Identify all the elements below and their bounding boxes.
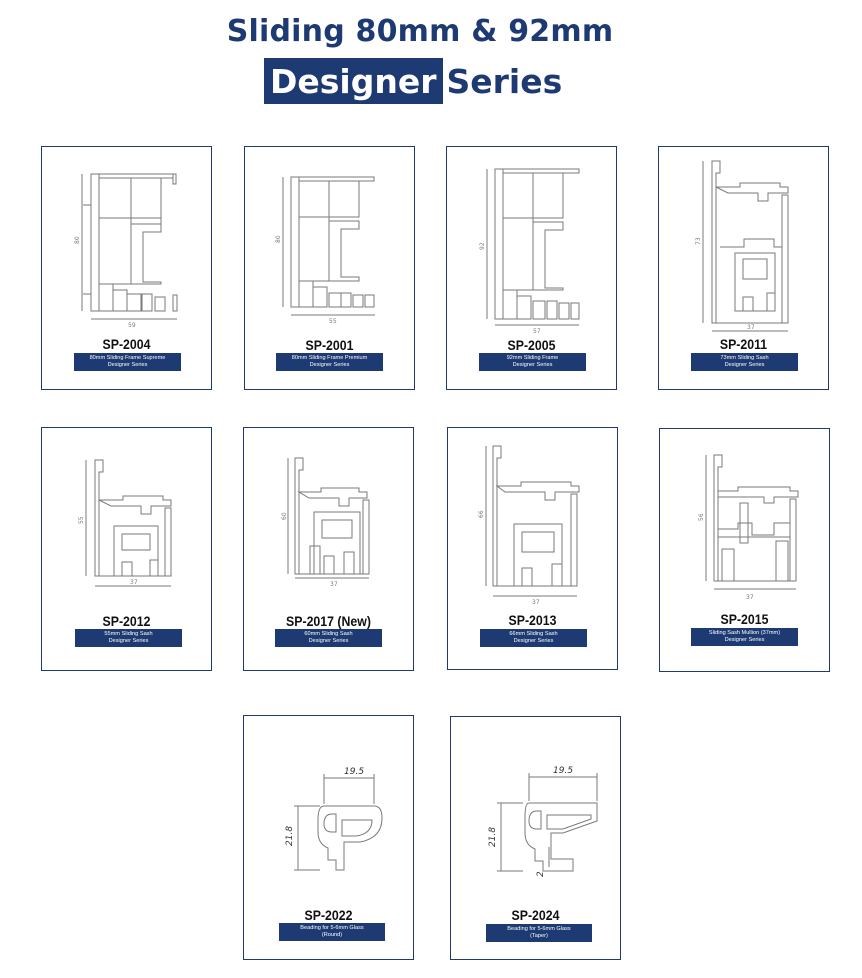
frame-profile-drawing: 92 57: [479, 168, 580, 335]
dim-width: 59: [128, 322, 136, 329]
description-line-1: 60mm Sliding Sash: [304, 631, 353, 637]
product-description: Beading for 5-6mm Glass (Round): [279, 923, 385, 941]
dim-width: 37: [746, 594, 754, 601]
dim-height: 21.8: [285, 826, 295, 846]
dim-height: 80: [275, 235, 282, 243]
product-card-sp-2022[interactable]: 19.5 21.8 SP-2022 Beading for 5-6mm Glas…: [243, 715, 414, 960]
product-code: SP-2022: [304, 907, 353, 923]
product-code: SP-2011: [719, 336, 768, 352]
sash-profile-drawing: 55 37: [78, 459, 172, 587]
product-code: SP-2024: [511, 907, 560, 923]
dim-width: 19.5: [553, 766, 573, 776]
dim-height: 21.8: [488, 827, 498, 847]
product-card-sp-2012[interactable]: 55 37 SP-2012 55mm Sliding Sash Designer…: [41, 427, 212, 671]
description-line-2: Designer Series: [512, 362, 553, 368]
dim-height: 73: [695, 237, 702, 245]
product-description: 80mm Sliding Frame Supreme Designer Seri…: [74, 353, 181, 371]
description-line-1: 55mm Sliding Sash: [104, 631, 153, 637]
description-line-2: Designer Series: [108, 638, 149, 644]
description-line-1: Beading for 5-6mm Glass: [507, 926, 571, 932]
product-card-sp-2011[interactable]: 73 37 SP-2011 73mm Sliding Sash Designer…: [658, 146, 829, 390]
dim-width: 37: [532, 599, 540, 606]
description-line-1: 73mm Sliding Sash: [720, 355, 769, 361]
product-code: SP-2004: [102, 336, 151, 352]
dim-width: 37: [330, 581, 338, 588]
beading-profile-drawing: 19.5 21.8: [285, 767, 383, 871]
dim-height: 60: [281, 512, 288, 520]
product-card-sp-2024[interactable]: 19.5 21.8 2 SP-2024 Beading for 5-6mm Gl…: [450, 716, 621, 960]
description-line-1: 80mm Sliding Frame Premium: [291, 355, 368, 361]
description-line-1: Beading for 5-6mm Glass: [300, 925, 364, 931]
product-code: SP-2015: [720, 611, 769, 627]
dim-width: 37: [747, 324, 755, 331]
dim-width: 19.5: [344, 767, 364, 777]
description-line-2: Designer Series: [308, 638, 349, 644]
product-description: Sliding Sash Mullion (37mm) Designer Ser…: [691, 628, 798, 646]
product-card-sp-2013[interactable]: 66 37 SP-2013 66mm Sliding Sash Designer…: [447, 427, 618, 670]
dim-width: 37: [130, 579, 138, 586]
description-line-1: 66mm Sliding Sash: [509, 631, 558, 637]
product-description: Beading for 5-6mm Glass (Taper): [486, 924, 592, 942]
product-card-sp-2005[interactable]: 92 57 SP-2005 92mm Sliding Frame Designe…: [446, 146, 617, 390]
product-card-sp-2017[interactable]: 60 37 SP-2017 (New) 60mm Sliding Sash De…: [243, 427, 414, 671]
subtitle-rest: Series: [446, 61, 563, 101]
description-line-1: 80mm Sliding Frame Supreme: [89, 355, 166, 361]
dim-width: 57: [533, 328, 541, 335]
description-line-2: (Round): [321, 932, 343, 938]
product-description: 73mm Sliding Sash Designer Series: [691, 353, 798, 371]
dim-height: 92: [479, 242, 486, 250]
dim-height: 80: [74, 236, 81, 244]
product-card-sp-2004[interactable]: 80 59 SP-2004 80mm Sliding Frame Supreme…: [41, 146, 212, 390]
product-code: SP-2013: [508, 612, 557, 628]
description-line-1: Sliding Sash Mullion (37mm): [708, 630, 781, 636]
dim-lip: 2: [536, 871, 546, 877]
description-line-2: Designer Series: [724, 637, 765, 643]
product-description: 60mm Sliding Sash Designer Series: [275, 629, 382, 647]
description-line-2: Designer Series: [513, 638, 554, 644]
sash-profile-drawing: 66 37: [478, 445, 580, 606]
description-line-1: 92mm Sliding Frame: [506, 355, 559, 361]
description-line-2: (Taper): [530, 933, 548, 939]
product-code: SP-2017 (New): [286, 613, 371, 629]
product-code: SP-2012: [102, 613, 151, 629]
dim-height: 55: [78, 516, 85, 524]
page-subtitle: Designer Series: [264, 58, 562, 104]
dim-width: 55: [329, 318, 337, 325]
sash-profile-drawing: 60 37: [281, 457, 370, 588]
mullion-profile-drawing: 56 37: [698, 454, 799, 601]
dim-height: 66: [478, 510, 485, 518]
product-description: 80mm Sliding Frame Premium Designer Seri…: [276, 353, 383, 371]
page-title: Sliding 80mm & 92mm: [226, 14, 614, 49]
product-card-sp-2001[interactable]: 80 55 SP-2001 80mm Sliding Frame Premium…: [244, 146, 415, 390]
product-code: SP-2001: [305, 337, 354, 353]
product-description: 92mm Sliding Frame Designer Series: [479, 353, 586, 371]
description-line-2: Designer Series: [724, 362, 765, 368]
product-description: 66mm Sliding Sash Designer Series: [480, 629, 587, 647]
beading-profile-drawing: 19.5 21.8 2: [488, 766, 598, 877]
frame-profile-drawing: 80 55: [275, 176, 375, 325]
description-line-2: Designer Series: [309, 362, 350, 368]
frame-profile-drawing: 80 59: [74, 173, 178, 329]
sash-profile-drawing: 73 37: [695, 160, 789, 332]
product-code: SP-2005: [507, 337, 556, 353]
product-description: 55mm Sliding Sash Designer Series: [75, 629, 182, 647]
product-card-sp-2015[interactable]: 56 37 SP-2015 Sliding Sash Mullion (37mm…: [659, 428, 830, 672]
dim-height: 56: [698, 513, 705, 521]
description-line-2: Designer Series: [107, 362, 148, 368]
subtitle-highlight: Designer: [264, 58, 443, 104]
